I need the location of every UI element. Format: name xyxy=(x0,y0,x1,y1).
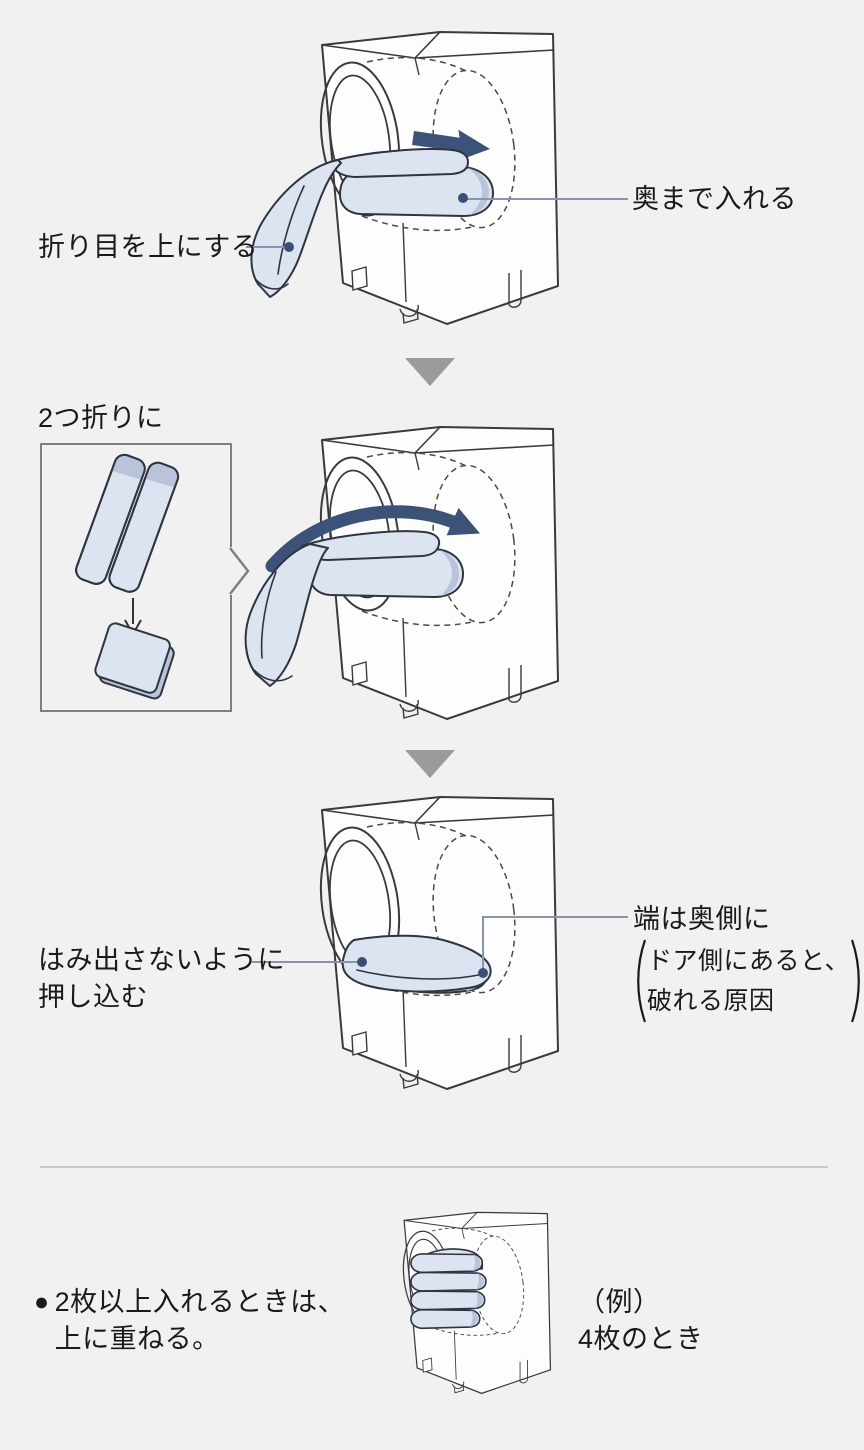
label-fold-facing-up: 折り目を上にする xyxy=(38,232,259,262)
warning-line2: 破れる原因 xyxy=(647,987,775,1015)
label-push-in-line2: 押し込む xyxy=(38,982,148,1012)
washer-step3 xyxy=(252,796,628,1090)
washer-step1 xyxy=(246,31,628,386)
label-push-in: はみ出さないように 押し込む xyxy=(38,942,285,1016)
bullet-icon: ● xyxy=(34,1288,50,1316)
note-line2: 上に重ねる。 xyxy=(54,1324,220,1354)
curved-arrow-icon xyxy=(265,505,481,573)
label-example: （例） 4枚のとき xyxy=(578,1284,704,1358)
washer-step2 xyxy=(75,426,559,778)
blanket-step3 xyxy=(341,934,492,994)
label-fold-in-two: 2つ折りに xyxy=(38,403,164,433)
washer-step4 xyxy=(397,1211,552,1395)
leaders-step1 xyxy=(246,193,628,252)
label-edge-to-back-title: 端は奥側に xyxy=(633,904,771,934)
note-multiple-sheets: ● 2枚以上入れるときは、 上に重ねる。 xyxy=(34,1284,345,1358)
section-divider xyxy=(40,1166,828,1168)
blanket-step1 xyxy=(250,148,494,298)
label-edge-to-back: 端は奥側に ドア側にあると、 破れる原因 xyxy=(633,904,864,1024)
chevron-right-icon xyxy=(228,547,250,595)
note-line1: 2枚以上入れるときは、 xyxy=(54,1287,346,1317)
label-insert-to-back: 奥まで入れる xyxy=(632,184,797,214)
right-arrow-icon xyxy=(412,129,490,160)
example-line1: （例） xyxy=(578,1287,661,1317)
down-triangle-icon xyxy=(405,358,455,386)
open-paren-icon xyxy=(637,939,647,1023)
leaders-step3 xyxy=(252,916,628,978)
close-paren-icon xyxy=(850,939,860,1023)
blanket-step2 xyxy=(244,530,464,687)
blanket-folded xyxy=(94,622,175,700)
fold-example-box xyxy=(40,443,250,712)
label-edge-warning: ドア側にあると、 破れる原因 xyxy=(633,938,864,1024)
blanket-stack-4 xyxy=(410,1248,487,1330)
fold-box-graphics xyxy=(75,453,180,700)
down-triangle-icon xyxy=(405,750,455,778)
label-push-in-line1: はみ出さないように xyxy=(38,945,285,975)
blanket-unfolded xyxy=(75,453,180,593)
warning-line1: ドア側にあると、 xyxy=(647,947,851,975)
example-line2: 4枚のとき xyxy=(578,1324,704,1354)
